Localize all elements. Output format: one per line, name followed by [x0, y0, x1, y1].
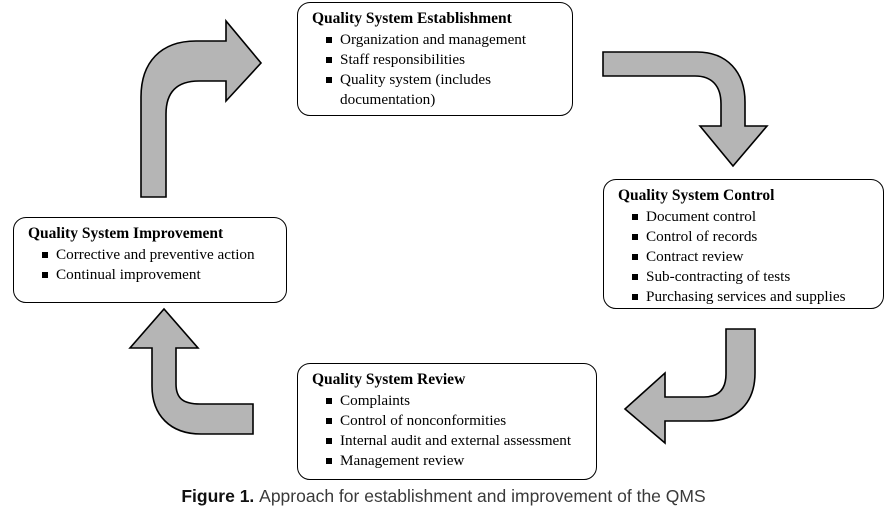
square-bullet-icon [326, 76, 332, 83]
list-item: Control of nonconformities [326, 411, 588, 431]
node-title: Quality System Improvement [28, 225, 224, 242]
arrow-establishment-to-control [602, 51, 769, 168]
node-title: Quality System Review [312, 371, 466, 388]
list-item: Organization and management [326, 30, 564, 50]
list-item: Management review [326, 451, 588, 471]
node-title: Quality System Establishment [312, 10, 512, 27]
list-item: Control of records [632, 227, 875, 247]
square-bullet-icon [326, 57, 332, 64]
arrow-review-to-improvement [128, 307, 254, 435]
node-quality-system-establishment[interactable]: Quality System Establishment Organizatio… [297, 2, 573, 116]
square-bullet-icon [326, 418, 332, 425]
node-title: Quality System Control [618, 187, 775, 204]
figure-caption-label: Figure 1. [181, 486, 260, 506]
list-item: Document control [632, 207, 875, 227]
square-bullet-icon [42, 272, 48, 279]
arrow-improvement-to-establishment [140, 18, 263, 198]
list-item: Staff responsibilities [326, 50, 564, 70]
square-bullet-icon [326, 398, 332, 405]
square-bullet-icon [326, 437, 332, 444]
list-item: Corrective and preventive action [42, 245, 278, 265]
square-bullet-icon [326, 37, 332, 44]
node-item-list: Corrective and preventive action Continu… [28, 245, 278, 285]
node-item-list: Organization and management Staff respon… [312, 30, 564, 110]
figure-caption: Figure 1. Approach for establishment and… [0, 486, 887, 507]
node-quality-system-review[interactable]: Quality System Review Complaints Control… [297, 363, 597, 480]
square-bullet-icon [632, 214, 638, 221]
list-item: Complaints [326, 391, 588, 411]
node-quality-system-control[interactable]: Quality System Control Document control … [603, 179, 884, 309]
list-item: Continual improvement [42, 265, 278, 285]
square-bullet-icon [326, 457, 332, 464]
node-item-list: Complaints Control of nonconformities In… [312, 391, 588, 471]
list-item: Purchasing services and supplies [632, 287, 875, 307]
square-bullet-icon [42, 252, 48, 259]
square-bullet-icon [632, 273, 638, 280]
node-quality-system-improvement[interactable]: Quality System Improvement Corrective an… [13, 217, 287, 303]
square-bullet-icon [632, 253, 638, 260]
list-item: Internal audit and external assessment [326, 431, 588, 451]
node-item-list: Document control Control of records Cont… [618, 207, 875, 307]
figure-caption-text: Approach for establishment and improveme… [259, 486, 706, 506]
arrow-control-to-review [623, 328, 756, 445]
list-item: Contract review [632, 247, 875, 267]
square-bullet-icon [632, 293, 638, 300]
list-item: Quality system (includes documentation) [326, 70, 564, 110]
list-item: Sub-contracting of tests [632, 267, 875, 287]
square-bullet-icon [632, 234, 638, 241]
